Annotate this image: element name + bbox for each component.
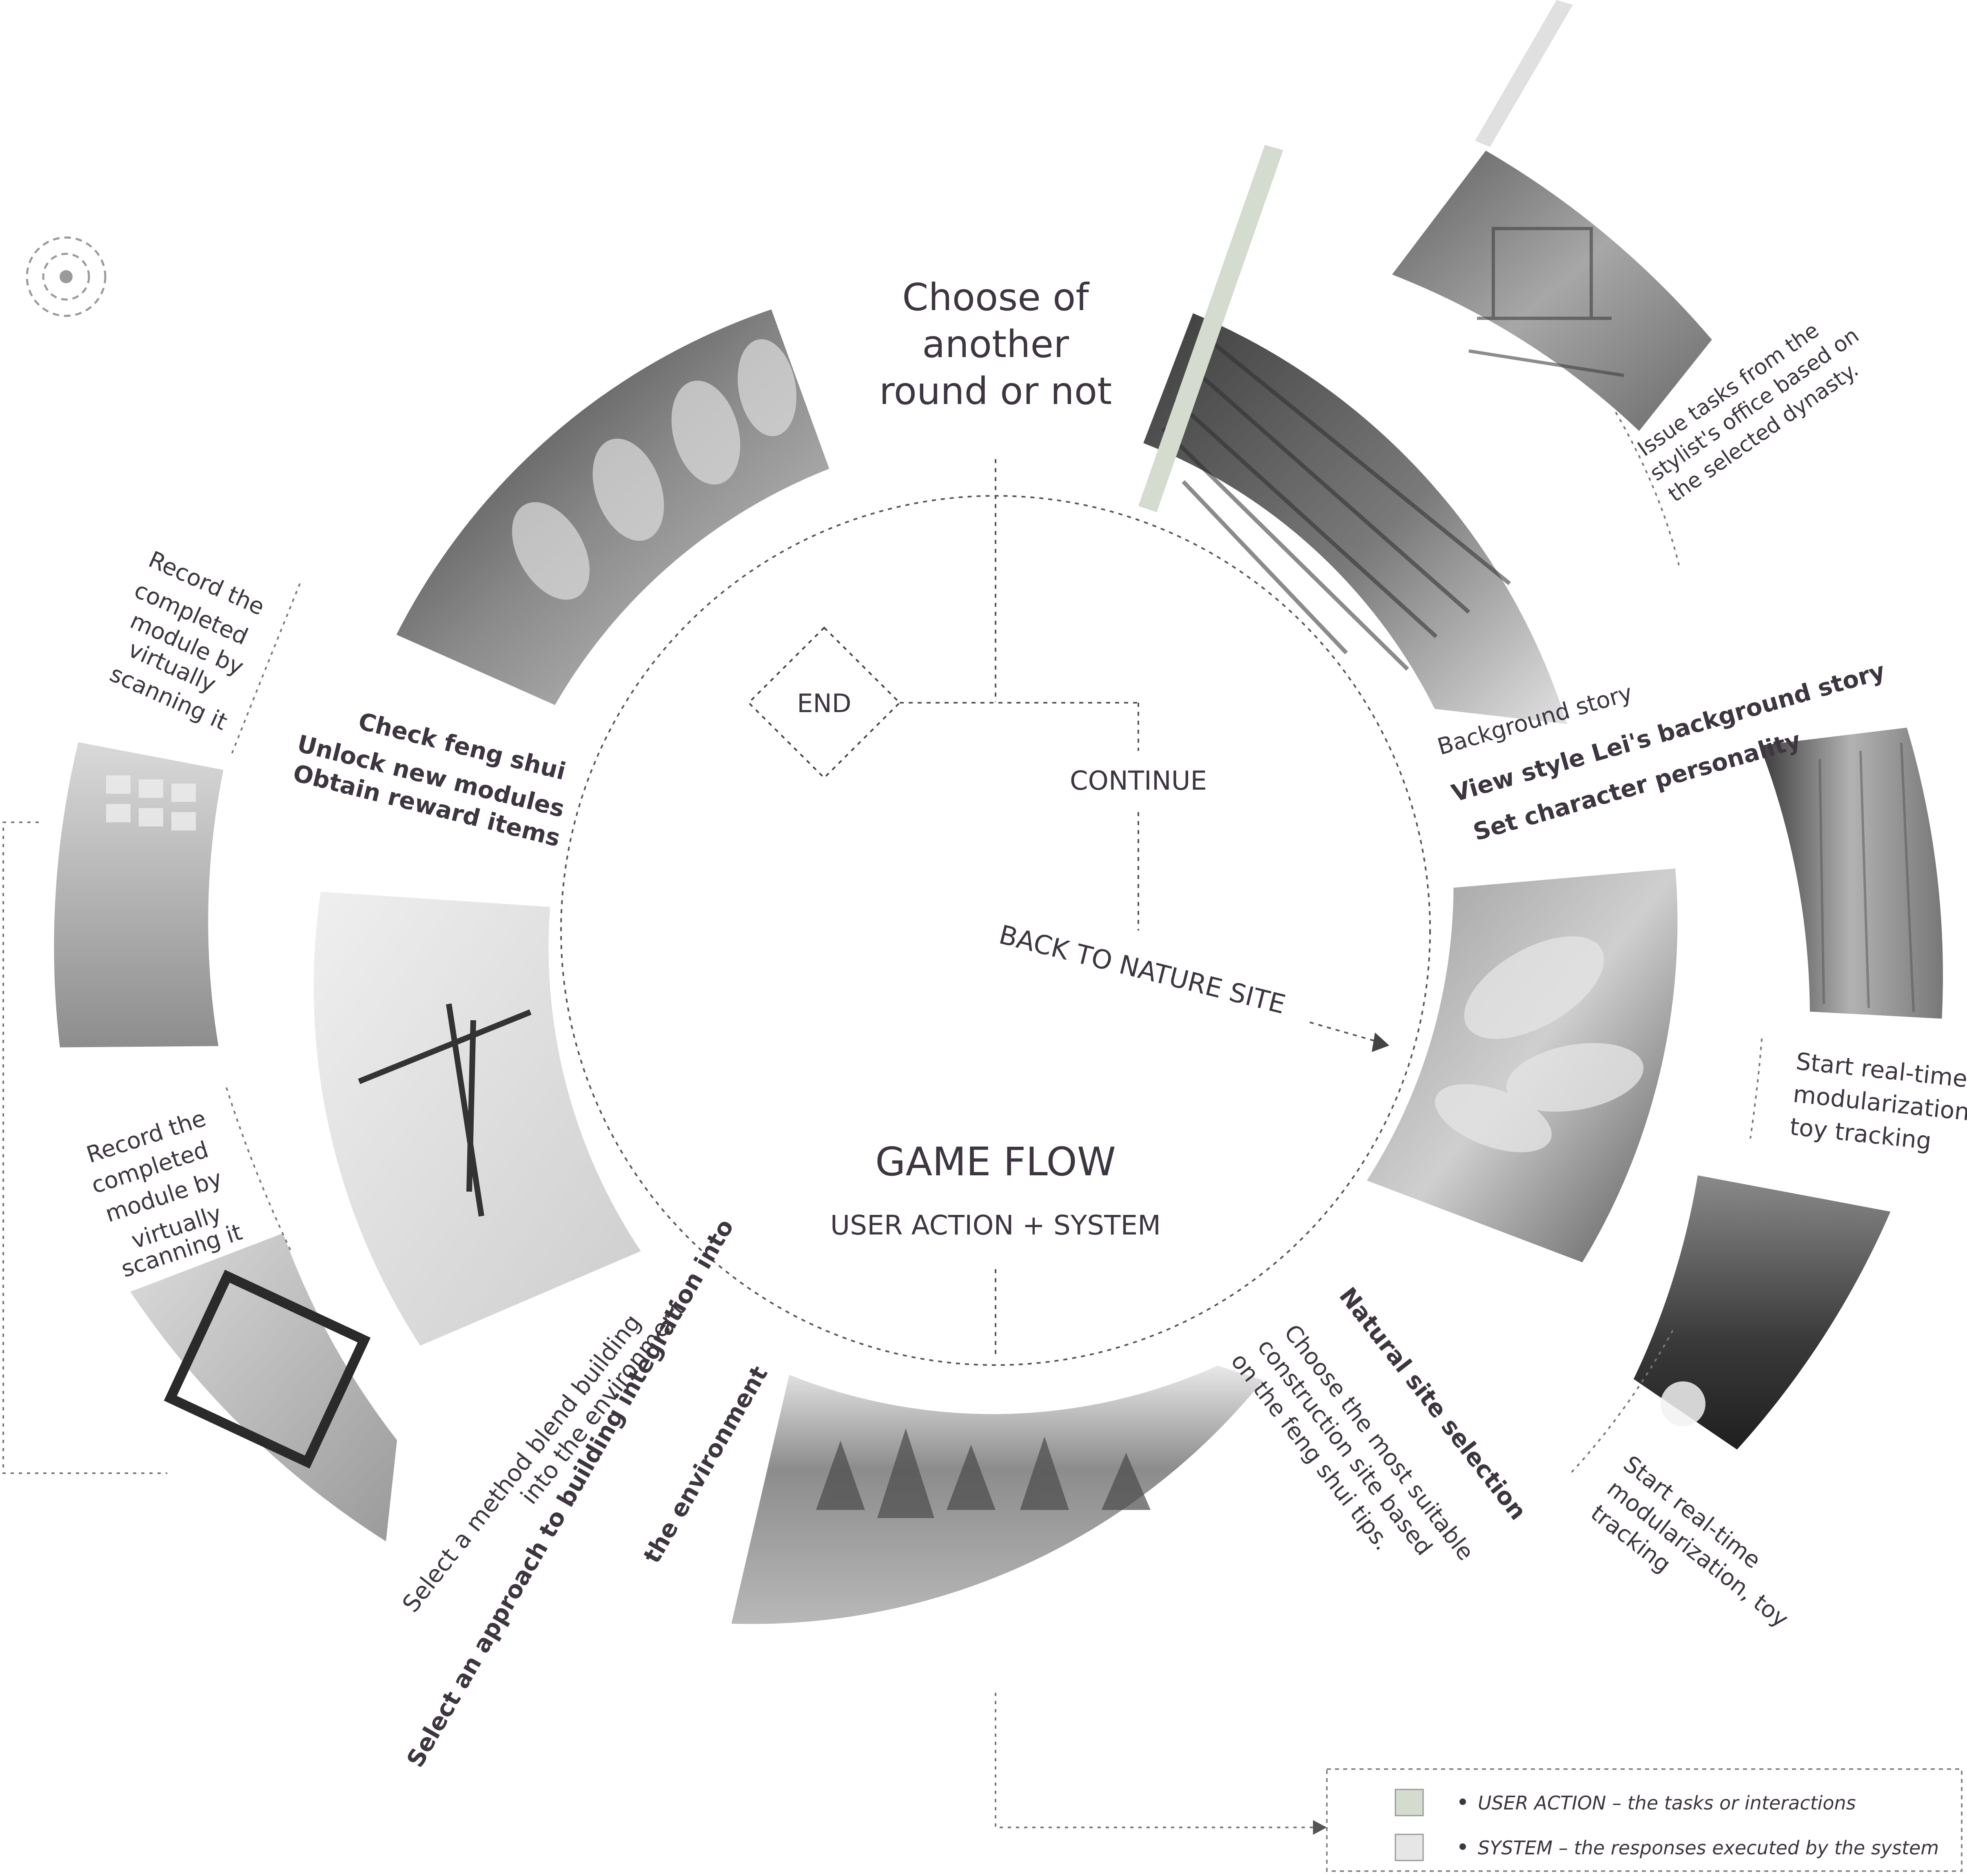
record-lower-step: Record the completed module by virtually… xyxy=(83,1105,245,1283)
game-flow-title: GAME FLOW xyxy=(875,1139,1116,1185)
continue-label: CONTINUE xyxy=(1070,766,1207,796)
legend-system-name: SYSTEM xyxy=(1478,1837,1552,1859)
arc-track-right xyxy=(1750,1039,1762,1139)
light-flare xyxy=(1661,1381,1705,1426)
track-bottom-step: Start real-time modularization, toy trac… xyxy=(1586,1451,1793,1633)
record-upper-step: Record the completed module by virtually… xyxy=(106,546,268,735)
choose-line-2: another xyxy=(922,322,1069,366)
target-icon xyxy=(27,238,105,316)
reward-step: Check feng shui Unlock new modules Obtai… xyxy=(291,707,569,853)
legend-swatch-system xyxy=(1395,1834,1423,1860)
track-right-step: Start real-time modularization, toy trac… xyxy=(1789,1047,1967,1155)
site-step: Natural site selection Choose the most s… xyxy=(1226,1282,1532,1566)
photo-mountain-forest xyxy=(732,1365,1263,1624)
legend-system-label: SYSTEM – the responses executed by the s… xyxy=(1478,1837,1939,1859)
game-flow-subtitle: USER ACTION + SYSTEM xyxy=(830,1210,1161,1241)
photo-drafting-tools xyxy=(314,892,641,1345)
legend-user-action-desc: the tasks or interactions xyxy=(1628,1792,1856,1814)
legend: USER ACTION – the tasks or interactions … xyxy=(1327,1769,1962,1871)
arrow-head-icon xyxy=(1372,1032,1389,1052)
choose-line-1: Choose of xyxy=(902,275,1090,319)
legend-swatch-user-action xyxy=(1395,1789,1423,1816)
choose-line-3: round or not xyxy=(879,369,1112,413)
back-label: BACK TO NATURE SITE xyxy=(996,920,1288,1020)
legend-dash-2: – xyxy=(1559,1837,1574,1859)
connector-to-legend xyxy=(996,1693,1314,1827)
legend-bullet-1 xyxy=(1459,1798,1466,1805)
end-label: END xyxy=(797,688,851,718)
legend-arrow-icon xyxy=(1313,1820,1327,1835)
choose-label: Choose of another round or not xyxy=(879,275,1112,413)
legend-system-desc: the responses executed by the system xyxy=(1574,1837,1939,1859)
legend-bullet-2 xyxy=(1459,1843,1466,1850)
legend-user-action-label: USER ACTION – the tasks or interactions xyxy=(1478,1792,1856,1814)
legend-user-action-name: USER ACTION xyxy=(1478,1792,1606,1814)
legend-dash-1: – xyxy=(1612,1792,1628,1814)
photo-textured-wall xyxy=(1760,728,1943,1019)
connector-back-arrow xyxy=(1310,1022,1381,1043)
photo-temple-roof xyxy=(1143,313,1567,724)
center-label: GAME FLOW USER ACTION + SYSTEM xyxy=(830,1139,1161,1241)
photo-ornate-temple xyxy=(1392,151,1712,431)
system-bar-top xyxy=(1475,0,1573,147)
